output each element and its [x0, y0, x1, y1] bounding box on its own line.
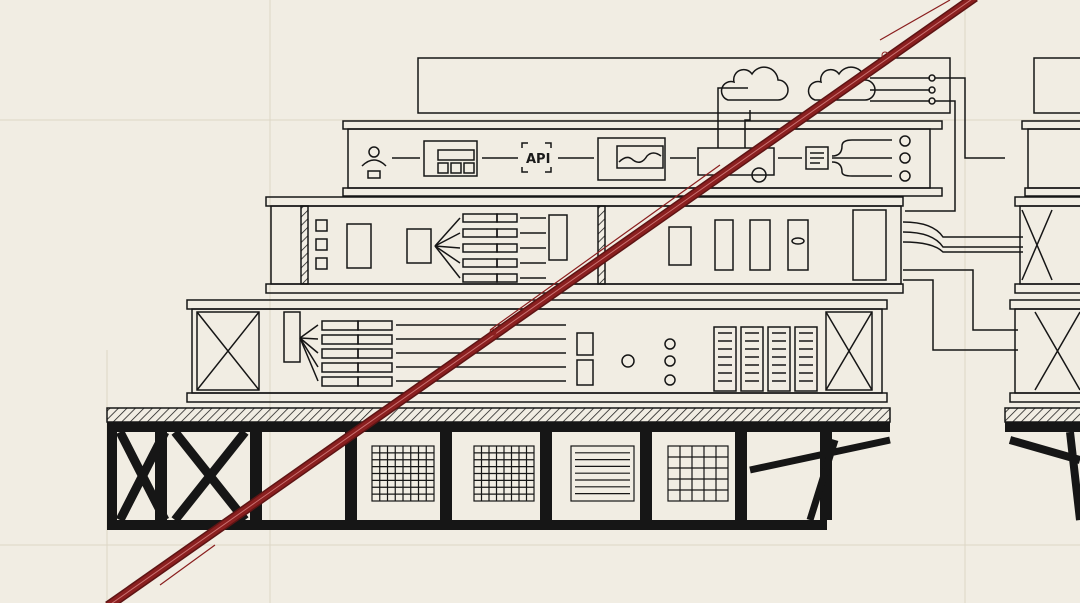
- api-label: API: [526, 152, 550, 167]
- compute-row: [321, 376, 359, 387]
- compute-row: [321, 348, 359, 359]
- server-rack: [713, 326, 737, 392]
- compute-row: [321, 334, 359, 345]
- cloud-layer: [417, 57, 1080, 212]
- server-rack: [767, 326, 791, 392]
- clock-icon: [899, 152, 911, 164]
- database-icon: [791, 237, 805, 245]
- foundation-truss: [106, 407, 1080, 530]
- server-rack-icon: [713, 326, 818, 392]
- application-layer: [342, 87, 1080, 197]
- truss-post: [735, 432, 747, 520]
- globe-icon: [899, 135, 911, 147]
- cloud-icon: [807, 66, 876, 101]
- truss-post: [440, 432, 452, 520]
- chart-window-icon: [597, 137, 666, 181]
- services-layer: [265, 196, 1080, 351]
- truss-post: [345, 432, 357, 520]
- service-row: [462, 243, 498, 253]
- vent-panel: [570, 445, 635, 502]
- user-laptop-icon: [361, 146, 387, 179]
- compute-layer: [186, 299, 1080, 403]
- server-rack: [740, 326, 764, 392]
- service-row: [462, 228, 498, 238]
- compute-row: [321, 362, 359, 373]
- server-rack: [794, 326, 818, 392]
- service-row: [462, 213, 498, 223]
- truss-post: [540, 432, 552, 520]
- speed-icon: [899, 170, 911, 182]
- diagonal-red-cable: [105, 0, 978, 603]
- service-row: [462, 258, 498, 268]
- service-row: [462, 273, 498, 283]
- document-icon: [805, 146, 829, 170]
- gear-icon: [751, 167, 767, 183]
- dashboard-window-icon: [423, 140, 478, 177]
- cloud-icon: [720, 66, 789, 101]
- truss-post: [640, 432, 652, 520]
- grid-panel: [667, 445, 729, 502]
- compute-row: [321, 320, 359, 331]
